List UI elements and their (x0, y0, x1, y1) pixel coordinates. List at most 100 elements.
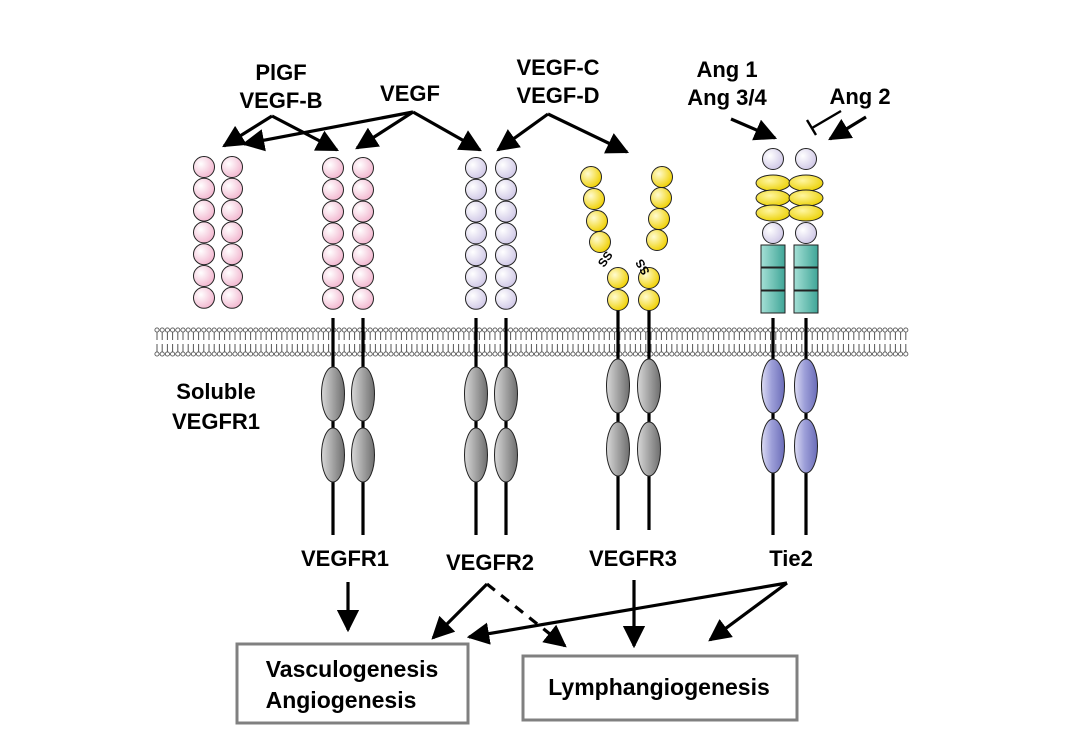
kinase-domain (637, 421, 661, 477)
ig-domain (495, 178, 517, 201)
egf-domain (755, 189, 791, 207)
fibronectin-domain (760, 290, 786, 314)
ig-domain (638, 289, 660, 311)
ig-domain (646, 229, 668, 251)
ig-domain (221, 221, 243, 244)
arrow-tie2-to-vasculo (466, 581, 788, 645)
ligand-label-vegf-c: VEGF-C (516, 55, 599, 80)
ig-domain (322, 200, 344, 223)
arrow-vegf-to-vegfr1 (355, 110, 414, 150)
ig-domain (221, 265, 243, 287)
egf-domain (788, 174, 824, 192)
outcome-box-lymphangiogenesis: Lymphangiogenesis (521, 654, 799, 722)
ig-domain (193, 243, 215, 266)
vegfr3-receptor (580, 166, 673, 530)
ig-domain (322, 244, 344, 267)
ligand-labels: PlGF VEGF-B VEGF VEGF-C VEGF-D Ang 1 Ang… (239, 55, 890, 113)
arrow-ang1-to-tie2 (730, 117, 778, 141)
ig-domain (607, 289, 629, 311)
ig-domain (638, 267, 660, 289)
ig-domain (650, 187, 672, 209)
arrow-tie2-to-lymph (708, 581, 788, 642)
ig-domain (465, 200, 487, 223)
kinase-domain (794, 358, 818, 414)
arrow-vegfr2-to-vasculo (431, 582, 489, 640)
ig-domain (495, 200, 517, 223)
ig-domain (495, 244, 517, 267)
ig-domain (221, 199, 243, 222)
tie2-label: Tie2 (769, 546, 813, 571)
ligand-arrows (222, 110, 867, 154)
arrow-vegfc-to-vegfr3 (547, 112, 630, 154)
ig-domain (607, 267, 629, 289)
ig-domain (651, 166, 673, 188)
kinase-domain (464, 427, 488, 483)
ang2-inhibition-bar (805, 109, 842, 136)
ig-domain (465, 157, 487, 179)
arrow-vegfr2-to-lymph-dashed (486, 582, 567, 648)
ig-domain (465, 244, 487, 267)
ig-domain (221, 156, 243, 178)
ligand-label-plgf: PlGF (255, 60, 306, 85)
kinase-domain (321, 366, 345, 422)
ig-domain (193, 286, 215, 309)
ig-domain (586, 210, 608, 232)
soluble-vegfr1-receptor (193, 156, 243, 309)
ig-domain (322, 178, 344, 201)
ig-domain (589, 231, 611, 253)
ig-domain (193, 199, 215, 222)
ig-domain (465, 178, 487, 201)
kinase-domain (464, 366, 488, 422)
ig-domain (221, 177, 243, 200)
kinase-domain (321, 427, 345, 483)
cell-membrane (154, 327, 913, 357)
kinase-domain (794, 418, 818, 474)
outcome-angiogenesis: Angiogenesis (266, 687, 417, 713)
ig-domain (352, 157, 374, 179)
ig-domain (221, 286, 243, 309)
arrow-vegf-to-vegfr2 (412, 110, 482, 152)
kinase-domain (606, 358, 630, 414)
kinase-domain (494, 366, 518, 422)
ig-domain (495, 266, 517, 288)
egf-domain (755, 174, 791, 192)
ig-domain (352, 178, 374, 201)
fibronectin-domain (760, 244, 786, 268)
ig-domain (193, 221, 215, 244)
ig-domain (221, 243, 243, 266)
tie2-receptor (755, 148, 824, 535)
ligand-label-vegf-d: VEGF-D (516, 83, 599, 108)
ig-domain (352, 244, 374, 267)
ig-domain (648, 208, 670, 230)
kinase-domain (494, 427, 518, 483)
vegfr1-label: VEGFR1 (301, 546, 389, 571)
ig-domain (495, 287, 517, 310)
arrow-ang2-to-tie2 (828, 115, 867, 141)
ig-domain (322, 222, 344, 245)
ig-domain (495, 222, 517, 245)
outcome-arrows (336, 580, 788, 649)
fibronectin-domain (760, 267, 786, 291)
soluble-label-line1: Soluble (176, 379, 255, 404)
ig-domain (352, 200, 374, 223)
ig-domain (795, 222, 817, 244)
kinase-domain (761, 418, 785, 474)
ligand-label-ang34: Ang 3/4 (687, 85, 767, 110)
kinase-domain (606, 421, 630, 477)
soluble-label-line2: VEGFR1 (172, 409, 260, 434)
ig-domain (322, 266, 344, 288)
ig-domain (795, 148, 817, 170)
ig-domain (322, 157, 344, 179)
egf-domain (788, 204, 824, 222)
receptor-labels: Soluble VEGFR1 VEGFR1 VEGFR2 VEGFR3 Tie2 (172, 379, 813, 575)
ig-domain (762, 148, 784, 170)
ig-domain (762, 222, 784, 244)
ig-domain (465, 287, 487, 310)
ig-domain (352, 287, 374, 310)
egf-domain (755, 204, 791, 222)
outcome-lymphangiogenesis: Lymphangiogenesis (548, 674, 770, 700)
outcome-box-vasculogenesis: Vasculogenesis Angiogenesis (235, 642, 470, 725)
outcome-vasculogenesis: Vasculogenesis (266, 656, 439, 682)
ig-domain (465, 222, 487, 245)
